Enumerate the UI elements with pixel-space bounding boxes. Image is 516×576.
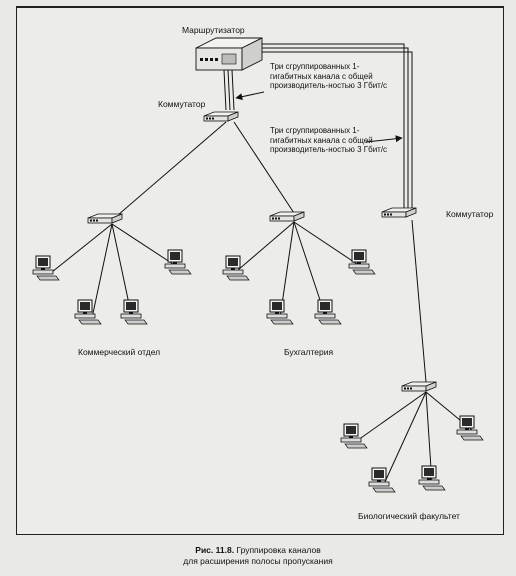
caption-line-1: Группировка каналов (236, 545, 321, 555)
trunk-note-2: Три сгруппированных 1-гигабитных канала … (270, 126, 388, 154)
note-arrow-2 (365, 135, 403, 143)
pc-icon (314, 299, 342, 325)
pc-icon (266, 299, 294, 325)
links-accounting (237, 221, 361, 319)
trunk-router-to-right-switch (262, 43, 413, 210)
pc-icon (456, 415, 484, 441)
note-arrow-1 (235, 91, 265, 101)
caption-line-2: для расширения полосы пропускания (183, 556, 333, 566)
dept-biology-label: Биологический факультет (358, 511, 460, 521)
router-label: Маршрутизатор (182, 25, 245, 35)
switch-top-icon (203, 111, 239, 122)
pc-icon (164, 249, 192, 275)
trunk-note-1: Три сгруппированных 1-гигабитных канала … (270, 62, 388, 90)
pc-icon (348, 249, 376, 275)
caption-figure-number: Рис. 11.8. (195, 545, 235, 555)
trunk-router-to-switch (223, 69, 235, 111)
switch-right-label: Коммутатор (446, 209, 494, 219)
link-right-to-biology (411, 219, 427, 383)
links-commercial (51, 223, 177, 319)
switch-top-label: Коммутатор (158, 99, 206, 109)
figure-caption: Рис. 11.8. Группировка каналов для расши… (0, 545, 516, 567)
pc-icon (418, 465, 446, 491)
pc-icon (222, 255, 250, 281)
switch-accounting-icon (269, 211, 305, 222)
figure-frame (16, 6, 504, 535)
dept-accounting-label: Бухгалтерия (284, 347, 334, 357)
links-core (117, 121, 295, 216)
switch-commercial-icon (87, 213, 123, 224)
pc-icon (74, 299, 102, 325)
switch-biology-icon (401, 381, 437, 392)
pc-icon (368, 467, 396, 493)
router-icon (195, 37, 263, 71)
dept-commercial-label: Коммерческий отдел (78, 347, 161, 357)
pc-icon (32, 255, 60, 281)
pc-icon (120, 299, 148, 325)
switch-right-icon (381, 207, 417, 218)
